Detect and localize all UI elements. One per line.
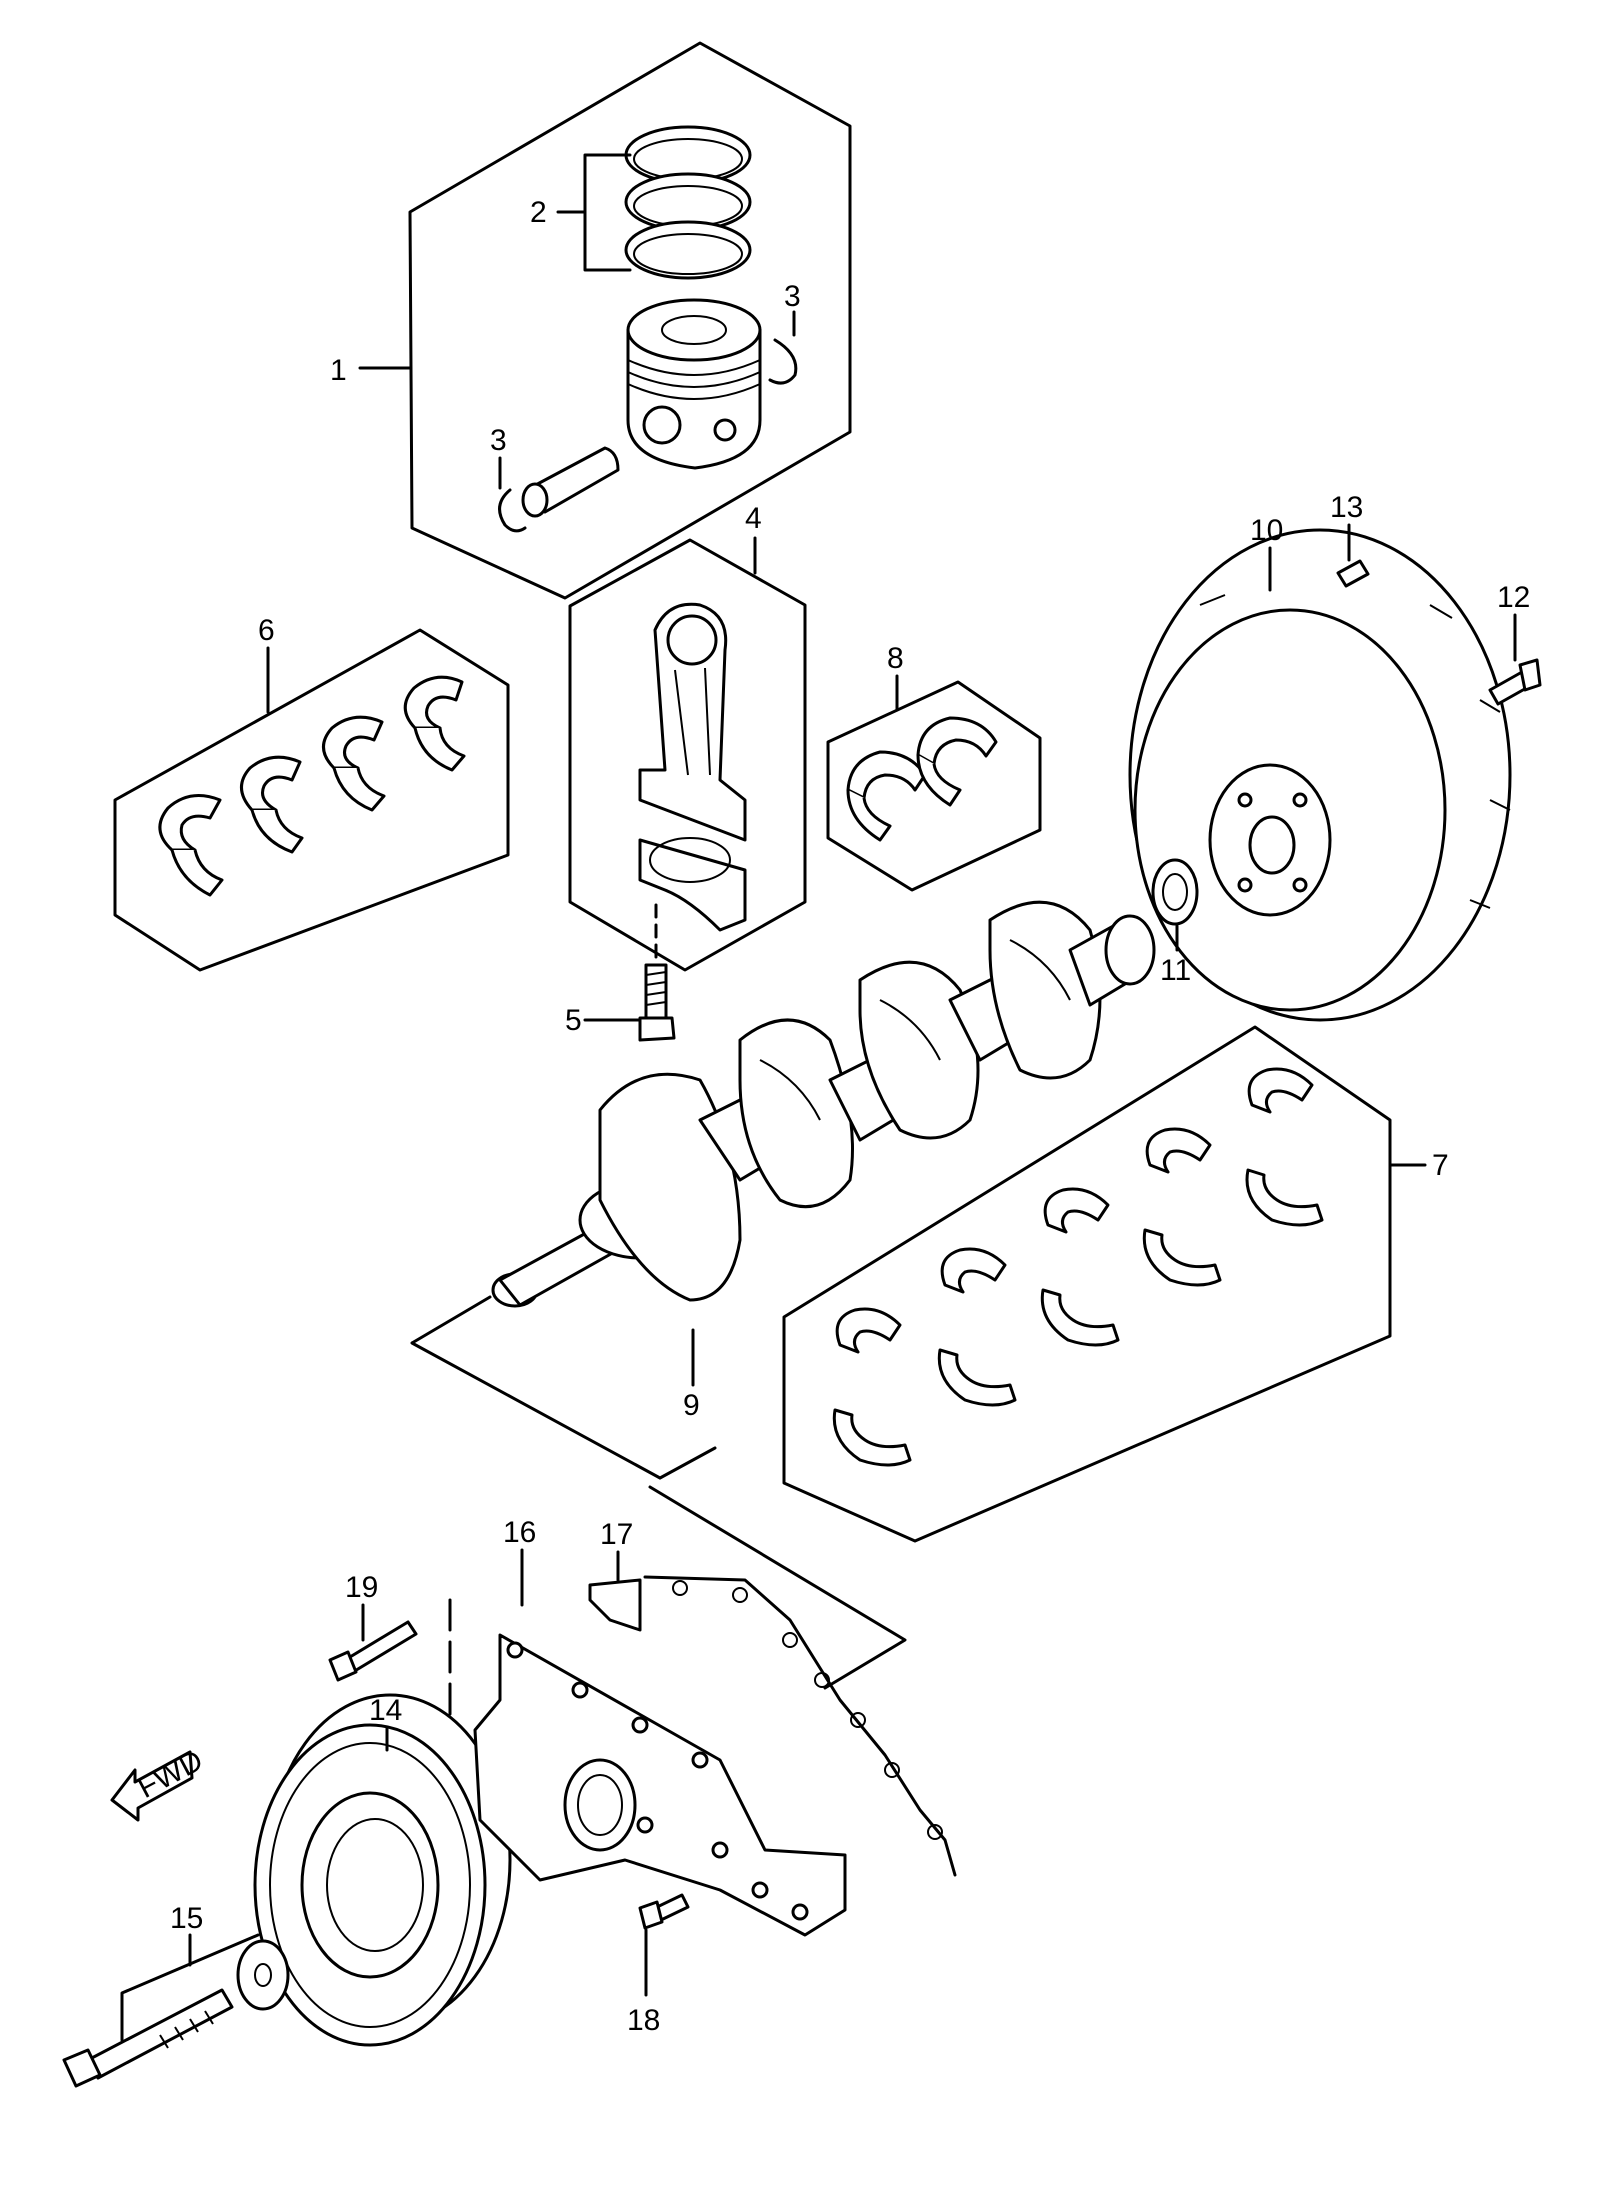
crankshaft: [491, 900, 1156, 1308]
callout-2: 2: [530, 196, 547, 229]
front-cover-gasket: [588, 1575, 957, 1877]
oil-pump-bolt: [638, 1893, 690, 1930]
callout-4: 4: [745, 502, 762, 535]
crank-area-outline: [410, 1295, 717, 1480]
pulley-bolt-and-washer: [62, 1939, 290, 2088]
snap-ring-right: [768, 338, 798, 385]
main-bearing-set: [832, 1067, 1324, 1467]
callout-18: 18: [627, 2004, 660, 2037]
callout-11: 11: [1160, 954, 1191, 987]
conrod-bolt: [638, 903, 676, 1042]
callout-13: 13: [1330, 491, 1363, 524]
callout-10: 10: [1250, 514, 1283, 547]
callout-2-bracket: [556, 153, 632, 272]
callout-3b: 3: [490, 424, 507, 457]
pilot-bearing: [1151, 858, 1199, 926]
bearings-7-outline: [782, 1025, 1392, 1543]
callout-9: 9: [683, 1389, 700, 1422]
front-cover: [473, 1633, 847, 1937]
dowel-pin: [1336, 559, 1370, 588]
bearings-6-outline: [113, 628, 510, 972]
piston-pin: [521, 446, 620, 518]
conrod-group-outline: [568, 538, 807, 972]
callout-17: 17: [600, 1518, 633, 1551]
front-cover-bolt: [328, 1620, 418, 1682]
front-cover-area-outline: [648, 1485, 907, 1690]
callout-8: 8: [887, 642, 904, 675]
snap-ring-left: [498, 488, 527, 533]
callout-6: 6: [258, 614, 275, 647]
connecting-rod: [638, 602, 747, 932]
callout-19: 19: [345, 1571, 378, 1604]
crank-pulley: [253, 1693, 512, 2047]
callout-14: 14: [369, 1694, 402, 1727]
piston-group-outline: [408, 41, 852, 600]
callout-15: 15: [170, 1902, 203, 1935]
callout-1: 1: [330, 354, 347, 387]
piston-rings: [624, 125, 752, 280]
callout-5: 5: [565, 1004, 582, 1037]
callout-15-bracket: [120, 1933, 260, 2042]
fwd-direction-marker: FWD: [110, 1744, 208, 1822]
flywheel-bolt: [1488, 658, 1542, 706]
thrust-bearing-set: [846, 716, 998, 842]
bearings-8-outline: [826, 680, 1042, 892]
fwd-label: FWD: [132, 1744, 208, 1805]
conrod-bearing-set: [158, 675, 466, 897]
callout-7: 7: [1432, 1149, 1449, 1182]
callout-12: 12: [1497, 581, 1530, 614]
callout-16: 16: [503, 1516, 536, 1549]
piston: [626, 298, 762, 470]
flywheel: [1128, 528, 1512, 1022]
callout-3a: 3: [784, 280, 801, 313]
